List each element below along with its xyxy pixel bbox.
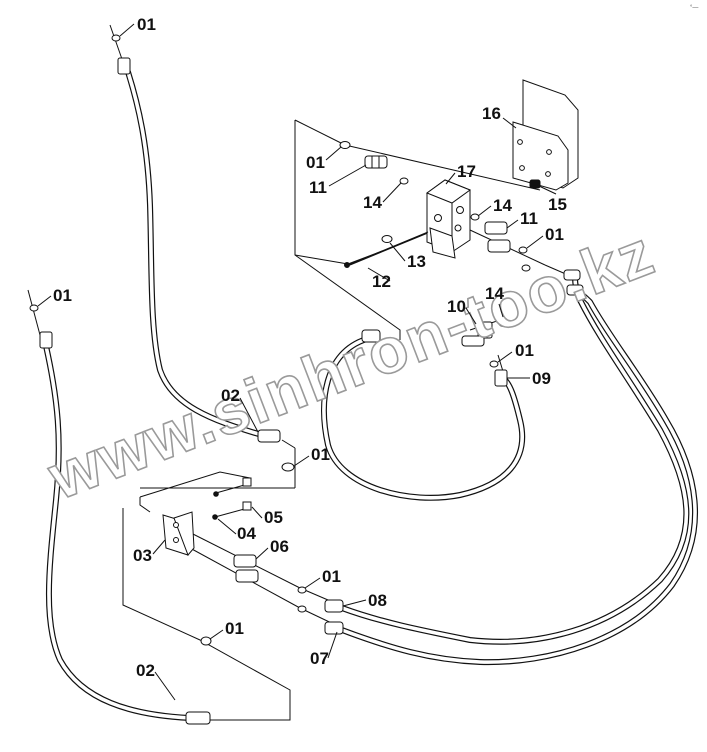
label-02: 02 — [136, 661, 155, 680]
hose-long-07 — [339, 289, 699, 666]
label-13: 13 — [407, 252, 426, 271]
label-07: 07 — [310, 649, 329, 668]
label-01: 01 — [545, 225, 564, 244]
bolts-04-05 — [212, 477, 252, 520]
bolt-15 — [529, 179, 541, 189]
label-01: 01 — [137, 15, 156, 34]
hose-lower-left-02 — [43, 343, 193, 721]
label-02: 02 — [221, 386, 240, 405]
label-17: 17 — [457, 162, 476, 181]
label-leader-ticks — [37, 23, 557, 701]
label-15: 15 — [548, 195, 567, 214]
hose-upper-left-02 — [125, 69, 265, 438]
adapters-06 — [233, 554, 259, 583]
label-01: 01 — [306, 153, 325, 172]
label-16: 16 — [482, 104, 501, 123]
tee-fitting-10 — [461, 317, 508, 387]
label-11: 11 — [520, 209, 538, 228]
fittings-11-14-01 — [339, 141, 584, 296]
label-09: 09 — [532, 369, 551, 388]
label-01: 01 — [311, 445, 330, 464]
watermark: www.sinhron-too.kz — [38, 216, 664, 514]
label-06: 06 — [270, 537, 289, 556]
hose-long-08 — [339, 275, 690, 645]
label-01: 01 — [225, 619, 244, 638]
label-08: 08 — [368, 591, 387, 610]
label-14: 14 — [485, 284, 504, 303]
label-10: 10 — [447, 297, 466, 316]
label-14: 14 — [363, 193, 382, 212]
label-14: 14 — [493, 196, 512, 215]
label-05: 05 — [264, 508, 283, 527]
label-03: 03 — [133, 546, 152, 565]
label-12: 12 — [372, 272, 391, 291]
corner-mark: °— — [690, 5, 698, 11]
label-04: 04 — [237, 524, 256, 543]
part-labels: 01 01 01 01 01 01 01 01 02 02 03 04 05 0… — [53, 15, 567, 680]
label-11: 11 — [309, 178, 327, 197]
label-01: 01 — [53, 286, 72, 305]
label-01: 01 — [322, 567, 341, 586]
bracket-03 — [162, 511, 195, 556]
mounting-plate-16 — [512, 79, 579, 191]
hose-loop-09 — [321, 335, 526, 501]
valve-block-17 — [425, 179, 472, 259]
label-01: 01 — [515, 341, 534, 360]
hose-end-fittings — [29, 34, 381, 725]
